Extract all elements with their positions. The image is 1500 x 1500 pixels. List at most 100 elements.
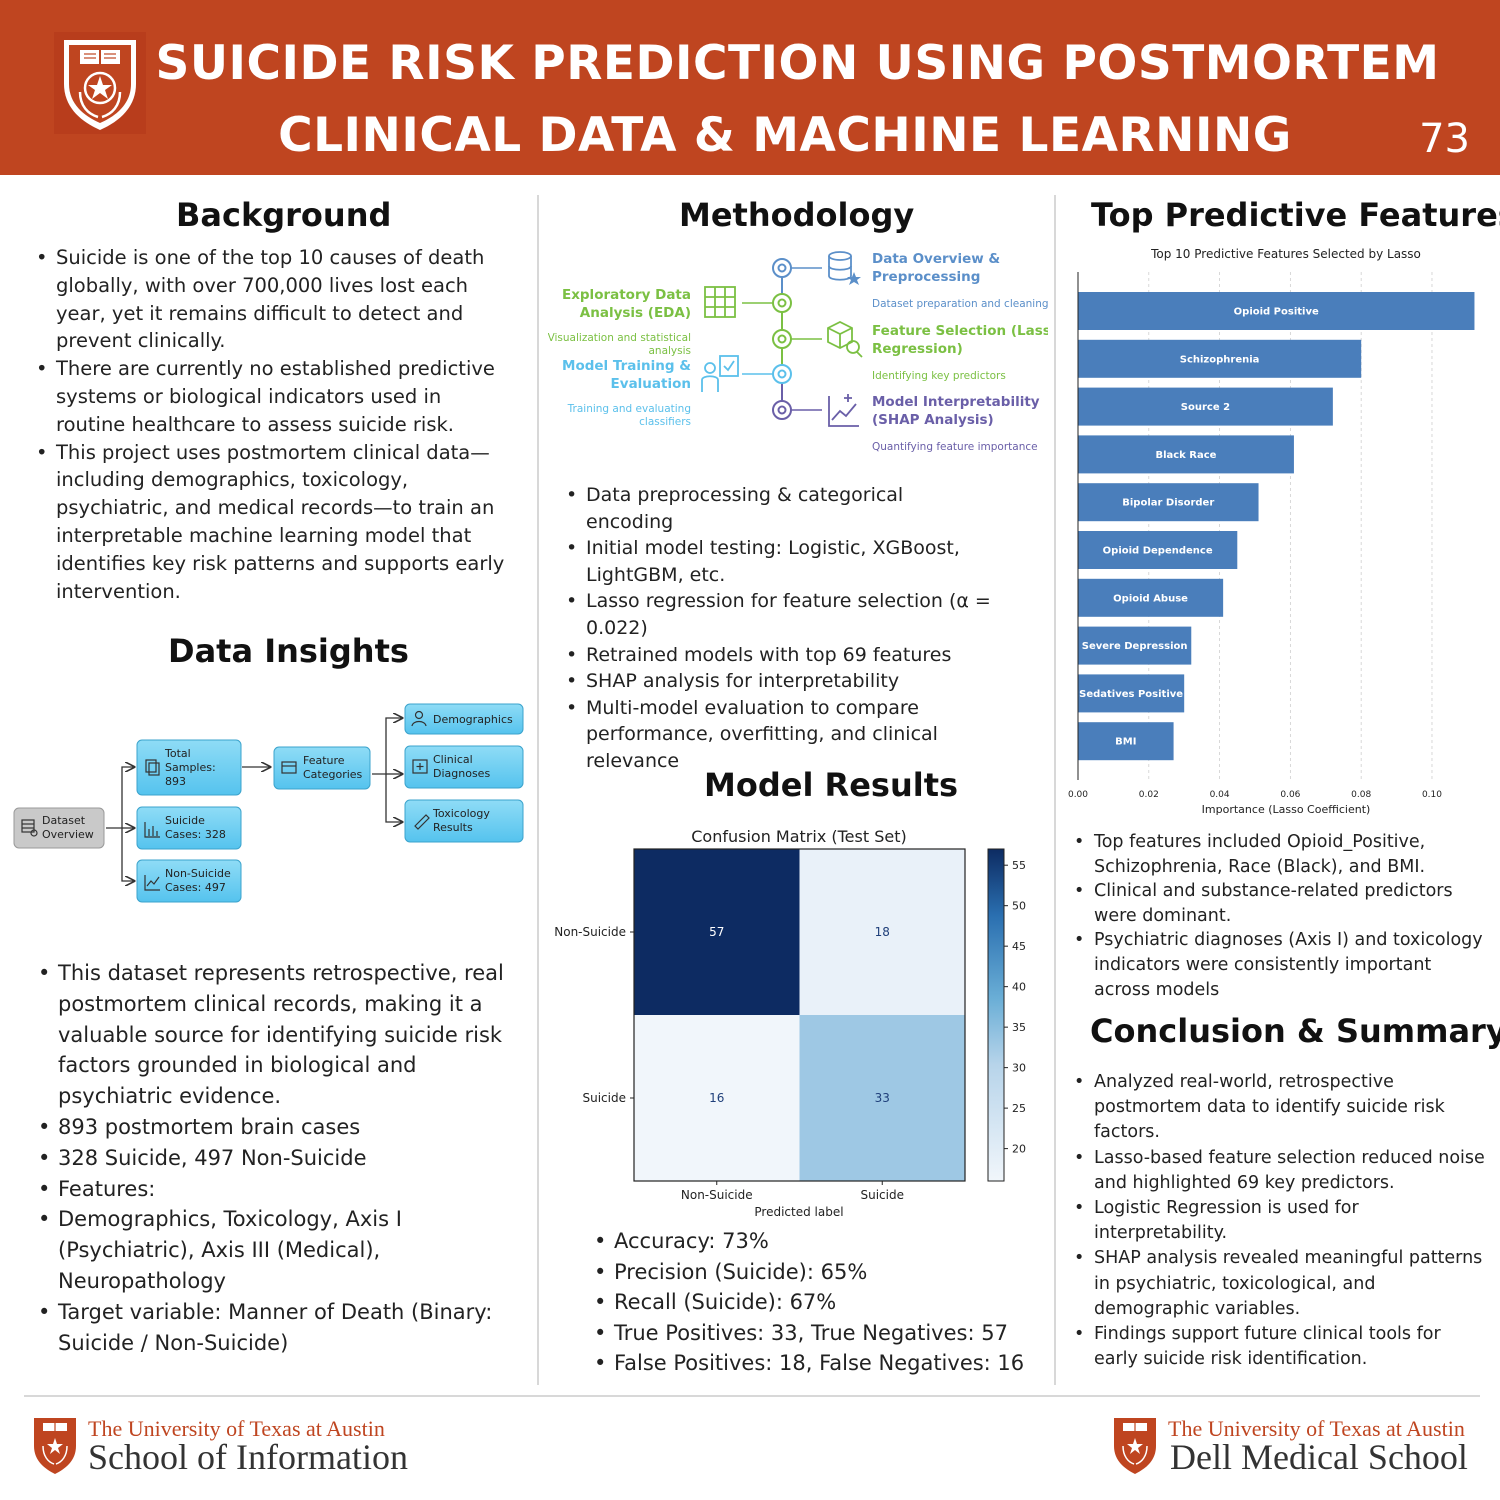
- total-samples-node: Total Samples: 893: [136, 739, 242, 796]
- matrix-cell: [634, 1015, 800, 1181]
- bullet-item: Lasso-based feature selection reduced no…: [1074, 1146, 1489, 1196]
- poster-title-line-1: SUICIDE RISK PREDICTION USING POSTMORTEM: [155, 36, 1440, 91]
- x-tick-label: 0.00: [1068, 790, 1088, 800]
- ut-shield-footer-right-icon: [1114, 1418, 1156, 1474]
- methodology-bullet-list: Data preprocessing & categorical encodin…: [566, 482, 996, 775]
- feature-importance-bar-chart: Top 10 Predictive Features Selected by L…: [1068, 247, 1475, 816]
- toxicology-results-label-2: Results: [433, 821, 473, 834]
- x-category-label: Non-Suicide: [681, 1188, 753, 1202]
- bullet-item: 893 postmortem brain cases: [38, 1112, 518, 1143]
- poster-title-line-2: CLINICAL DATA & MACHINE LEARNING: [278, 108, 1292, 163]
- step-model-training-title-1: Model Training &: [562, 358, 691, 374]
- data-insights-bullet-list: This dataset represents retrospective, r…: [38, 958, 518, 1358]
- dataset-icon: [21, 819, 38, 837]
- clinical-diagnoses-label-2: Diagnoses: [433, 767, 490, 780]
- bar-label: Sedatives Positive: [1079, 689, 1183, 700]
- confusion-matrix-colorbar: [987, 848, 1005, 1182]
- poster-number: 73: [1419, 116, 1470, 162]
- matrix-cell: [799, 1015, 965, 1181]
- step-eda-desc-1: Visualization and statistical: [548, 332, 691, 344]
- toxicology-results-node: Toxicology Results: [404, 799, 524, 843]
- bullet-item: Multi-model evaluation to compare perfor…: [566, 695, 996, 775]
- footer-right-school: Dell Medical School: [1170, 1437, 1468, 1477]
- step-eda-title-2: Analysis (EDA): [580, 305, 691, 321]
- test-tube-icon: [414, 814, 430, 830]
- conclusion-bullet-list: Analyzed real-world, retrospective postm…: [1074, 1070, 1489, 1372]
- step-eda-desc-2: analysis: [648, 345, 691, 357]
- bar: [1078, 387, 1333, 426]
- bar: [1078, 292, 1475, 330]
- step-model-training-desc-2: classifiers: [639, 416, 691, 428]
- step-model-training-desc-1: Training and evaluating: [567, 403, 691, 415]
- bullet-item: Initial model testing: Logistic, XGBoost…: [566, 535, 996, 588]
- data-insights-title: Data Insights: [168, 632, 409, 670]
- dataset-overview-diagram: Dataset Overview Total Samples: 893 Suic…: [13, 703, 524, 903]
- suicide-cases-node: Suicide Cases: 328: [136, 806, 242, 850]
- footer-divider: [24, 1395, 1480, 1397]
- bullet-item: Target variable: Manner of Death (Binary…: [38, 1297, 518, 1359]
- background-title: Background: [176, 196, 392, 234]
- matrix-cell-value: 57: [709, 925, 724, 939]
- folder-icon: [281, 761, 297, 774]
- x-category-label: Suicide: [861, 1188, 905, 1202]
- bar: [1078, 626, 1192, 665]
- x-tick-label: 0.08: [1351, 790, 1371, 800]
- matrix-cell: [634, 849, 800, 1015]
- bar: [1078, 674, 1185, 713]
- step-feature-selection-title-1: Feature Selection (Lasso: [872, 323, 1048, 339]
- bullet-item: Accuracy: 73%: [594, 1226, 1034, 1257]
- person-icon: [411, 710, 427, 727]
- bullet-item: Precision (Suicide): 65%: [594, 1257, 1034, 1288]
- database-icon: [828, 251, 861, 285]
- step-interpretability-title-2: (SHAP Analysis): [872, 412, 994, 428]
- x-tick-label: 0.04: [1210, 790, 1230, 800]
- footer-left-school: School of Information: [88, 1437, 408, 1477]
- bar-label: Opioid Dependence: [1103, 546, 1213, 557]
- clinical-diagnoses-node: Clinical Diagnoses: [404, 745, 524, 789]
- step-data-overview-desc: Dataset preparation and cleaning: [872, 298, 1048, 310]
- footer-right-university: The University of Texas at Austin: [1168, 1416, 1465, 1441]
- feature-categories-node: Feature Categories: [273, 746, 371, 790]
- bullet-item: SHAP analysis for interpretability: [566, 668, 996, 695]
- step-data-overview-title-2: Preprocessing: [872, 269, 980, 285]
- bullet-item: Lasso regression for feature selection (…: [566, 588, 996, 641]
- total-samples-label-1: Total: [164, 747, 191, 760]
- colorbar-tick-label: 25: [1012, 1102, 1026, 1115]
- ut-shield-footer-left-icon: [34, 1418, 76, 1474]
- confusion-matrix-xlabel: Predicted label: [754, 1205, 843, 1219]
- bar-label: Schizophrenia: [1180, 354, 1260, 365]
- colorbar-tick-label: 35: [1012, 1021, 1026, 1034]
- y-category-label: Suicide: [583, 1091, 627, 1105]
- non-suicide-cases-label-2: Cases: 497: [165, 881, 226, 894]
- step-eda-title-1: Exploratory Data: [562, 287, 691, 303]
- bar-label: BMI: [1115, 737, 1136, 748]
- copy-icon: [145, 759, 160, 776]
- clinical-diagnoses-label-1: Clinical: [433, 753, 473, 766]
- total-samples-label-3: 893: [165, 775, 186, 788]
- bar-chart-icon: [144, 822, 160, 838]
- y-category-label: Non-Suicide: [554, 925, 626, 939]
- bullet-item: Data preprocessing & categorical encodin…: [566, 482, 996, 535]
- line-chart-icon: [144, 875, 160, 891]
- feature-categories-label-1: Feature: [303, 754, 345, 767]
- matrix-cell-value: 33: [875, 1091, 890, 1105]
- methodology-flow-diagram: Data Overview & Preprocessing Dataset pr…: [548, 251, 1048, 453]
- x-tick-label: 0.02: [1139, 790, 1159, 800]
- dataset-overview-label-2: Overview: [42, 828, 94, 841]
- chart-plus-icon: [828, 394, 859, 427]
- bullet-item: Findings support future clinical tools f…: [1074, 1322, 1489, 1372]
- colorbar-tick-label: 40: [1012, 981, 1026, 994]
- poster-header: SUICIDE RISK PREDICTION USING POSTMORTEM…: [0, 0, 1500, 175]
- bullet-item: There are currently no established predi…: [36, 355, 516, 438]
- bar-label: Severe Depression: [1082, 641, 1188, 652]
- bullet-item: This dataset represents retrospective, r…: [38, 958, 518, 1112]
- total-samples-label-2: Samples:: [165, 761, 216, 774]
- bullet-item: False Positives: 18, False Negatives: 16: [594, 1348, 1034, 1379]
- bullet-item: Features:: [38, 1174, 518, 1205]
- bar: [1078, 531, 1238, 569]
- top-features-bullet-list: Top features included Opioid_Positive, S…: [1074, 830, 1484, 1002]
- conclusion-title: Conclusion & Summary: [1090, 1012, 1500, 1050]
- colorbar-tick-label: 55: [1012, 859, 1026, 872]
- confusion-matrix-title: Confusion Matrix (Test Set): [691, 827, 906, 846]
- step-interpretability-title-1: Model Interpretability: [872, 394, 1040, 410]
